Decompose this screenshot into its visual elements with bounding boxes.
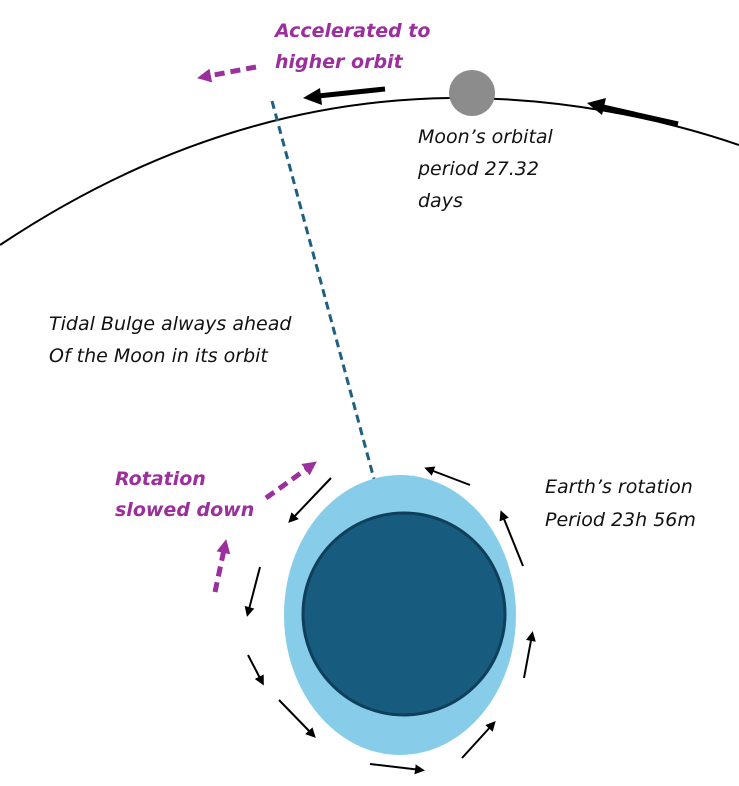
label-accelerated: Accelerated to higher orbit: [273, 20, 437, 73]
label-tidal-bulge: Tidal Bulge always ahead Of the Moon in …: [49, 313, 297, 367]
rotation-arrow: [523, 631, 536, 679]
rotation-slowdown-arrow-upper: [264, 461, 317, 501]
tidal-bulge-line: [270, 100, 386, 517]
label-moon-period: Moon’s orbital period 27.32 days: [417, 126, 559, 212]
orbit-acceleration-arrow: [197, 64, 257, 83]
rotation-arrow: [499, 510, 524, 567]
rotation-arrow: [247, 654, 264, 686]
rotation-arrow: [244, 566, 261, 617]
label-rotation-slowed: Rotation slowed down: [115, 468, 254, 521]
orbit-direction-arrow-left: [303, 86, 386, 105]
rotation-arrow: [369, 763, 425, 775]
earth-rotation-arrows: [244, 466, 536, 775]
orbit-direction-arrow-right: [587, 98, 679, 127]
rotation-slowdown-arrow-lower: [212, 539, 231, 593]
moon-orbit-arc: [0, 96, 739, 246]
rotation-arrow: [461, 721, 496, 759]
rotation-arrow: [288, 477, 332, 523]
moon: [449, 70, 495, 116]
rotation-arrow: [278, 699, 316, 738]
earth: [301, 511, 507, 717]
label-earth-rotation: Earth’s rotation Period 23h 56m: [545, 476, 699, 531]
rotation-arrow: [424, 466, 471, 486]
